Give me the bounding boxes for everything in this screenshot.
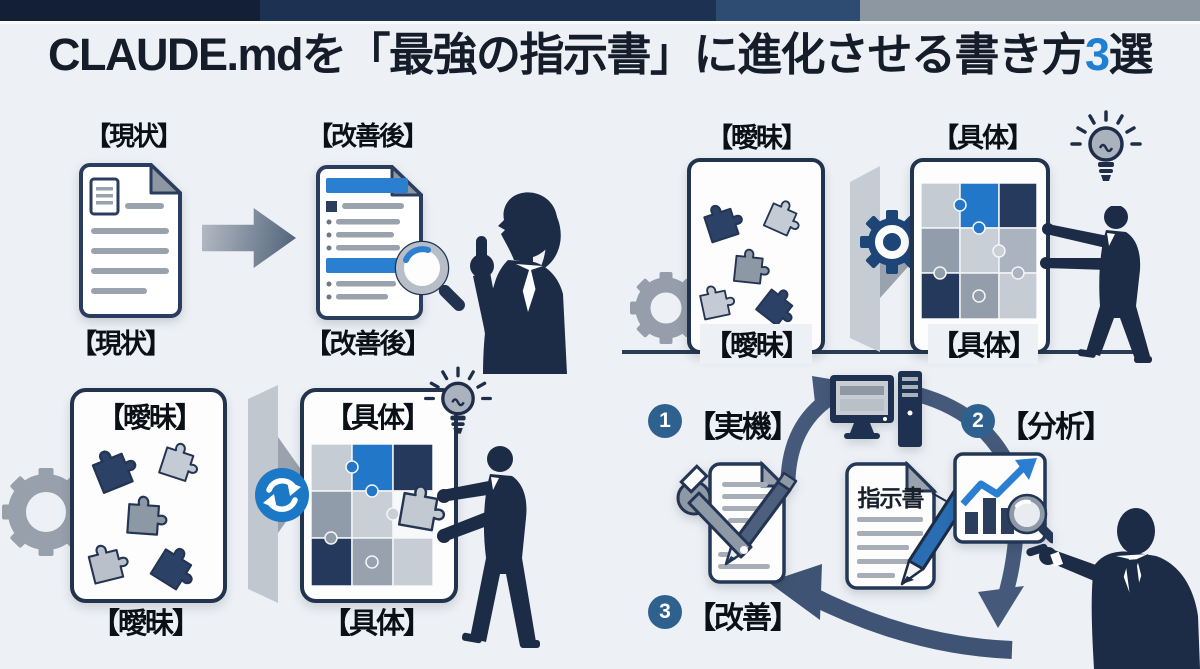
lightbulb-icon xyxy=(424,366,492,434)
text-line xyxy=(857,531,923,536)
man-silhouette xyxy=(1040,206,1152,363)
refresh-icon xyxy=(255,468,309,522)
document-icon xyxy=(79,163,182,318)
puzzle-piece-icon xyxy=(703,204,743,244)
wrench-document-icon xyxy=(676,460,798,584)
text-line xyxy=(857,517,923,522)
step3-number: 3 xyxy=(659,600,671,623)
text-line xyxy=(857,559,919,564)
page-title: CLAUDE.mdを「最強の指示書」に進化させる書き方3選 xyxy=(0,24,1200,86)
label-vague-caption-top: 【曖昧】 xyxy=(700,324,812,364)
improved-document-icon xyxy=(316,165,423,320)
lightbulb-icon xyxy=(1070,110,1142,181)
step2-number: 2 xyxy=(972,409,984,432)
puzzle-piece-icon xyxy=(149,547,193,591)
step-badge: 3 xyxy=(648,595,682,629)
label-vague-caption-bottom: 【曖昧】 xyxy=(90,608,201,640)
step2-label: 【分析】 xyxy=(999,411,1113,444)
step1-number: 1 xyxy=(659,409,671,432)
title-suffix: 選 xyxy=(1108,29,1154,80)
puzzle-piece-icon xyxy=(87,544,129,585)
top-color-bar xyxy=(0,0,1200,24)
title-number: 3 xyxy=(1084,29,1110,80)
puzzle-piece-icon xyxy=(397,485,446,532)
text-line xyxy=(857,545,909,550)
label-concrete-caption-bottom: 【具体】 xyxy=(321,608,432,640)
baseline-rule xyxy=(622,350,1143,354)
puzzle-grid-icon xyxy=(921,183,1037,319)
puzzle-piece-icon xyxy=(158,442,198,482)
magnifier-icon xyxy=(394,240,465,311)
label-improved-top: 【改善後】 xyxy=(306,121,429,151)
man-silhouette xyxy=(1026,508,1200,669)
label-vague-title: 【曖昧】 xyxy=(96,402,203,433)
puzzle-piece-icon xyxy=(699,285,735,321)
gear-icon xyxy=(860,210,924,274)
puzzle-piece-icon xyxy=(755,288,794,327)
label-concrete-title: 【具体】 xyxy=(324,402,431,433)
step1-label: 【実機】 xyxy=(686,411,800,444)
step-badge: 2 xyxy=(961,404,995,438)
label-vague-top: 【曖昧】 xyxy=(706,123,808,153)
title-prefix: CLAUDE.mdを「最強の指示書」に進化させる書き方 xyxy=(47,29,1087,80)
label-current-top: 【現状】 xyxy=(84,121,183,151)
label-current-caption: 【現状】 xyxy=(70,329,172,359)
label-concrete-caption-top: 【具体】 xyxy=(928,324,1038,364)
text-line xyxy=(857,573,895,578)
step3-label: 【改善】 xyxy=(686,602,800,635)
computer-icon xyxy=(830,371,922,447)
puzzle-piece-icon xyxy=(91,450,137,494)
chart-icon xyxy=(953,452,1053,544)
label-concrete-top: 【具体】 xyxy=(932,123,1034,153)
puzzle-piece-icon xyxy=(126,495,168,536)
instruction-document-title: 指示書 xyxy=(857,485,925,511)
label-improved-caption: 【改善後】 xyxy=(304,329,432,359)
step-badge: 1 xyxy=(648,404,682,438)
puzzle-piece-icon xyxy=(762,200,800,237)
woman-silhouette xyxy=(470,192,567,374)
arrow-right-icon xyxy=(202,208,296,268)
vague-panel-top xyxy=(687,158,825,354)
man-silhouette xyxy=(437,446,540,648)
puzzle-piece-icon xyxy=(732,248,770,285)
